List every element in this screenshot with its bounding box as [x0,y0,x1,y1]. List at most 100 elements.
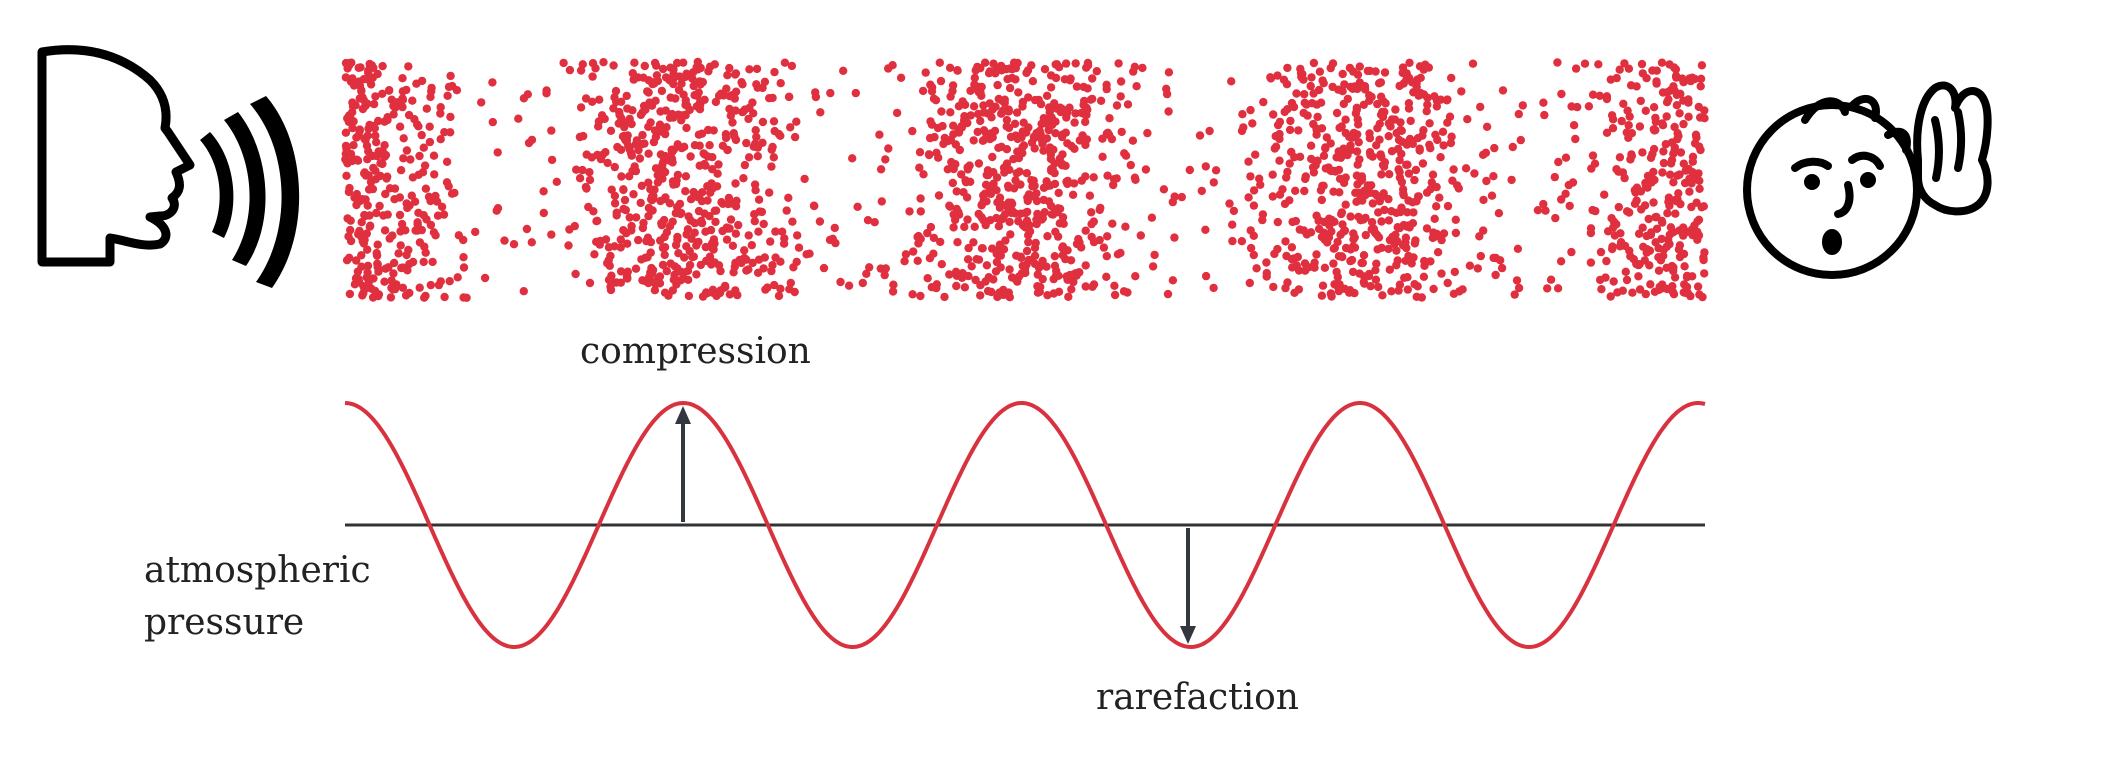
air-particle [974,109,983,119]
air-particle [936,237,945,247]
air-particle [1634,260,1643,270]
air-particle [1490,143,1499,153]
air-particle [999,285,1008,295]
air-particle [1658,218,1667,227]
air-particle [600,114,609,124]
air-particle [1602,256,1611,266]
air-particle [1351,109,1361,118]
air-particle [1355,62,1365,71]
air-particle [680,72,690,82]
air-particle [1596,247,1606,257]
air-particle [1685,187,1694,196]
air-particle [1405,58,1414,67]
air-particle [688,74,697,83]
air-particle [1340,80,1349,89]
air-particle [361,135,370,145]
air-particle [414,170,423,179]
air-particle [927,120,937,129]
air-particle [620,122,629,132]
air-particle [752,132,761,142]
air-particle [1045,143,1055,152]
air-particle [988,133,997,142]
air-particle [345,289,355,299]
air-particle [1451,215,1461,224]
air-particle [1132,82,1141,91]
air-particle [997,66,1006,75]
compression-arrow [675,406,691,522]
air-particle [1332,108,1342,118]
air-particle [1489,172,1498,181]
air-particle [357,262,366,271]
air-particle [709,126,718,135]
air-particle [1377,152,1386,162]
air-particle [708,288,717,297]
air-particle [1333,281,1342,291]
air-particle [682,230,691,239]
air-particle [585,168,594,177]
air-particle [1608,244,1617,254]
air-particle [1392,261,1401,270]
air-particle [348,124,357,133]
air-particle [1113,250,1123,259]
air-particle [1290,288,1299,297]
air-particle [1646,280,1655,289]
air-particle [638,130,647,140]
air-particle [1338,69,1347,79]
air-particle [974,87,983,97]
air-particle [669,145,679,154]
air-particle [1012,169,1021,178]
air-particle [695,78,704,88]
air-particle [361,101,370,111]
air-particle [696,260,705,270]
pressure-wave [344,400,1706,650]
air-particle [963,215,972,224]
air-particle [779,239,789,248]
air-particle [1249,231,1259,240]
air-particle [401,226,410,235]
air-particle [609,61,618,70]
air-particle [1626,252,1635,261]
air-particle [694,237,703,247]
air-particle [751,139,760,148]
air-particle [378,89,387,99]
air-particle [1602,94,1612,104]
air-particle [1666,170,1675,179]
air-particle [1614,202,1624,212]
air-particle [492,206,501,215]
air-particle [539,187,548,196]
air-particle [375,201,384,211]
air-particle [953,66,962,75]
air-particle [1430,214,1439,223]
air-particle [644,122,653,131]
air-particle [750,210,759,219]
air-particle [1014,88,1023,97]
air-particle [664,291,673,300]
air-particle [1273,217,1283,227]
air-particle [622,91,631,101]
air-particle [1085,191,1095,200]
air-particle [357,218,366,227]
air-particle [909,247,918,256]
air-particle [999,213,1008,222]
air-particle [1112,101,1122,110]
air-particle [754,195,764,204]
air-particle [1282,173,1291,182]
air-particle [671,94,680,103]
air-particle [1533,206,1543,215]
air-particle [1022,216,1032,225]
air-particle [429,228,439,237]
air-particle [387,283,396,292]
air-particle [408,257,418,267]
air-particle [1077,176,1086,185]
air-particle [424,192,434,201]
air-particle [1658,88,1668,97]
air-particle [1088,74,1097,83]
air-particle [729,129,738,138]
air-particle [585,175,595,185]
air-particle [404,110,414,120]
air-particle [647,101,657,110]
air-particle [1335,174,1345,183]
air-particle [1607,111,1617,120]
air-particle [1624,133,1633,142]
air-particle [778,227,787,236]
